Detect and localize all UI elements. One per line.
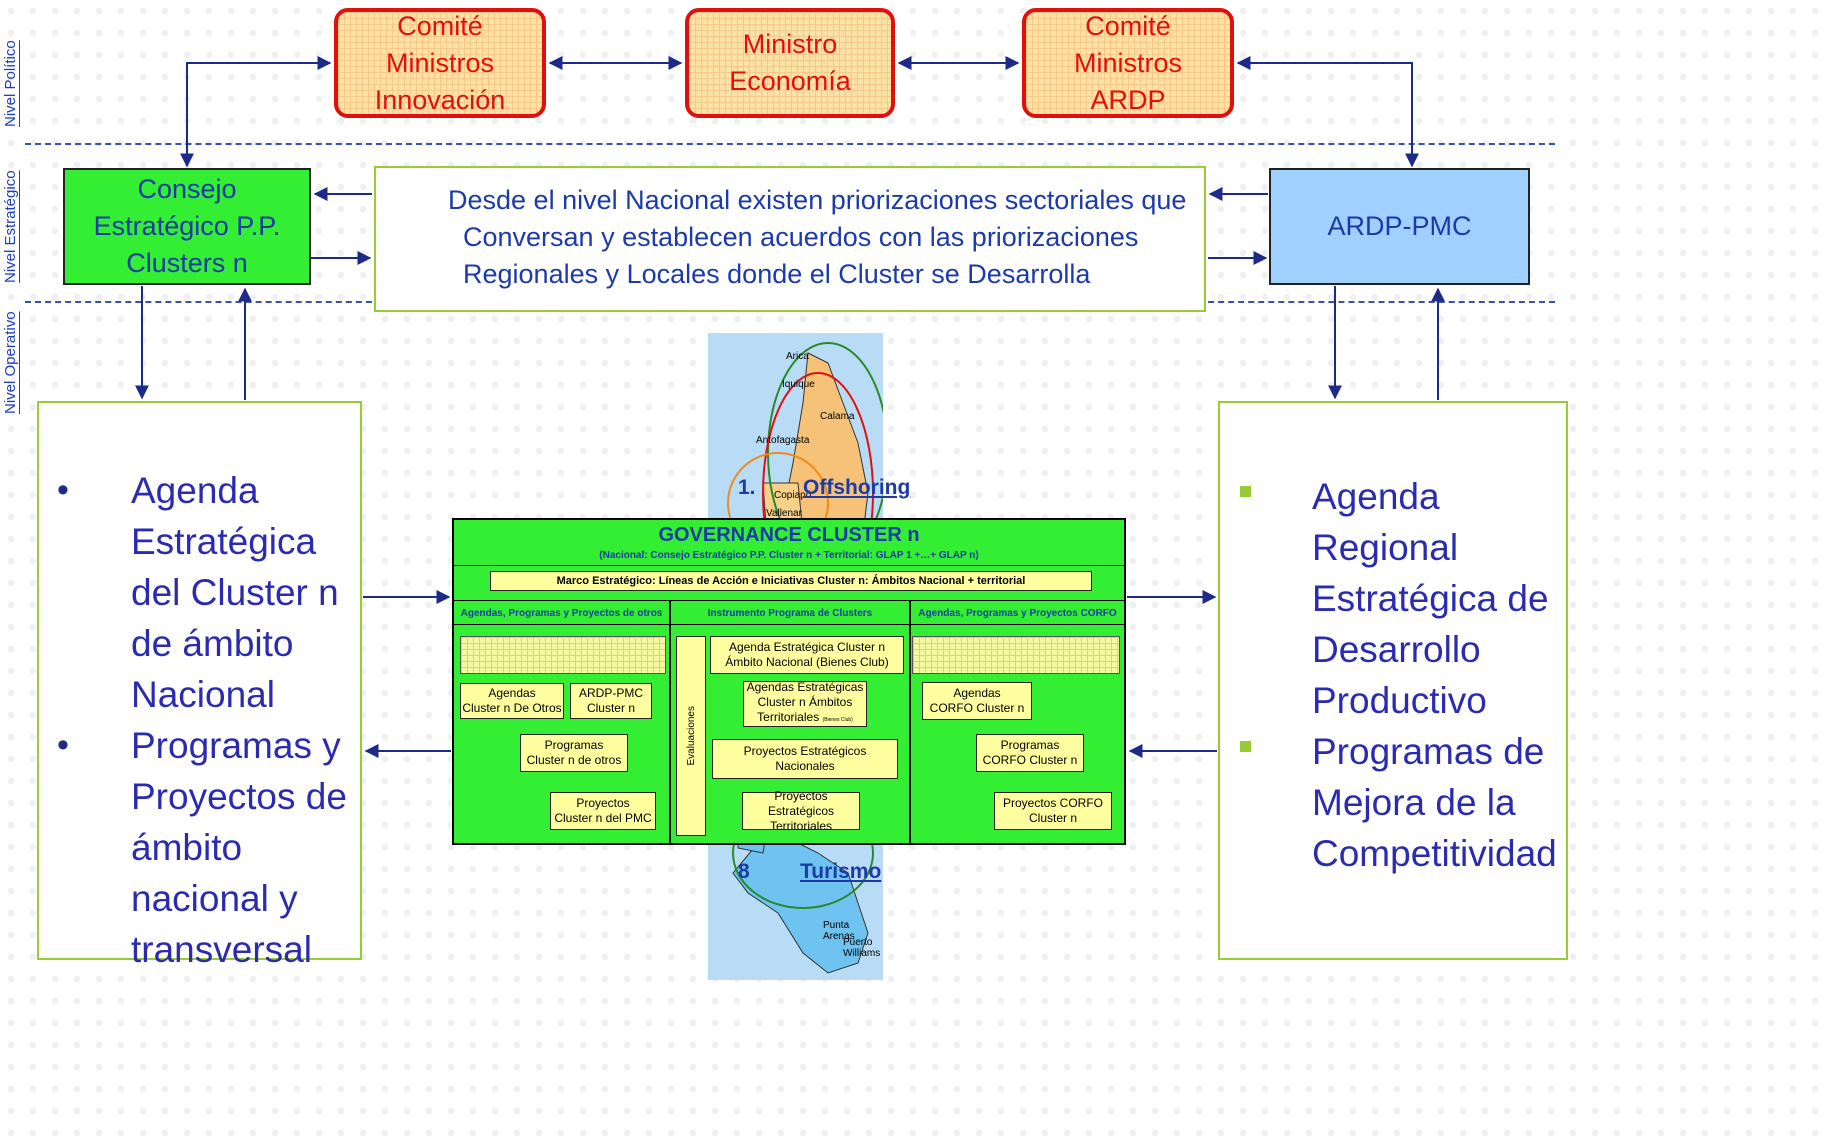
arrow-consejo-comite (180, 56, 332, 168)
governance-cluster-panel: GOVERNANCE CLUSTER n (Nacional: Consejo … (452, 518, 1126, 845)
offshoring-number: 1. (738, 476, 756, 499)
city-label: Vallenar (766, 508, 802, 519)
level-divider-1 (25, 143, 1555, 145)
hatched-band-right (912, 636, 1120, 674)
column-header-instrumento: Instrumento Programa de Clusters (707, 608, 873, 619)
marco-estrategico: Marco Estratégico: Líneas de Acción e In… (490, 571, 1092, 591)
arrow-comite-ardp (1236, 56, 1419, 168)
turismo-link[interactable]: Turismo (800, 860, 882, 883)
ardp-pmc-box: ARDP-PMC (1269, 168, 1530, 285)
column-divider (909, 600, 911, 843)
city-label: Arica (786, 351, 809, 362)
divider (454, 600, 1124, 601)
governance-subtitle: (Nacional: Consejo Estratégico P.P. Clus… (599, 550, 979, 561)
divider (454, 624, 1124, 625)
evaluaciones-bar: Evaluaciones (676, 636, 706, 836)
description-line: Regionales y Locales donde el Cluster se… (448, 259, 1091, 289)
description-line: Desde el nivel Nacional existen prioriza… (448, 185, 1187, 215)
description-box: Desde el nivel Nacional existen prioriza… (374, 166, 1206, 312)
hatched-band-left (460, 636, 666, 674)
turismo-number: 8 (738, 860, 750, 883)
governance-title: GOVERNANCE CLUSTER n (658, 524, 920, 546)
city-label: Antofagasta (756, 435, 810, 446)
city-label: Copiapó (774, 490, 812, 501)
city-label: Punta Arenas (823, 920, 855, 942)
column-header-otros: Agendas, Programas y Proyectos de otros (460, 608, 663, 619)
column-header-corfo: Agendas, Programas y Proyectos CORFO (918, 608, 1117, 619)
city-label: Iquique (782, 379, 815, 390)
city-label: Puerto Williams (843, 937, 881, 959)
offshoring-link[interactable]: Offshoring (803, 476, 911, 499)
city-label: Calama (820, 411, 855, 422)
column-divider (669, 600, 671, 843)
description-line: Conversan y establecen acuerdos con las … (448, 222, 1139, 252)
divider (454, 565, 1124, 566)
